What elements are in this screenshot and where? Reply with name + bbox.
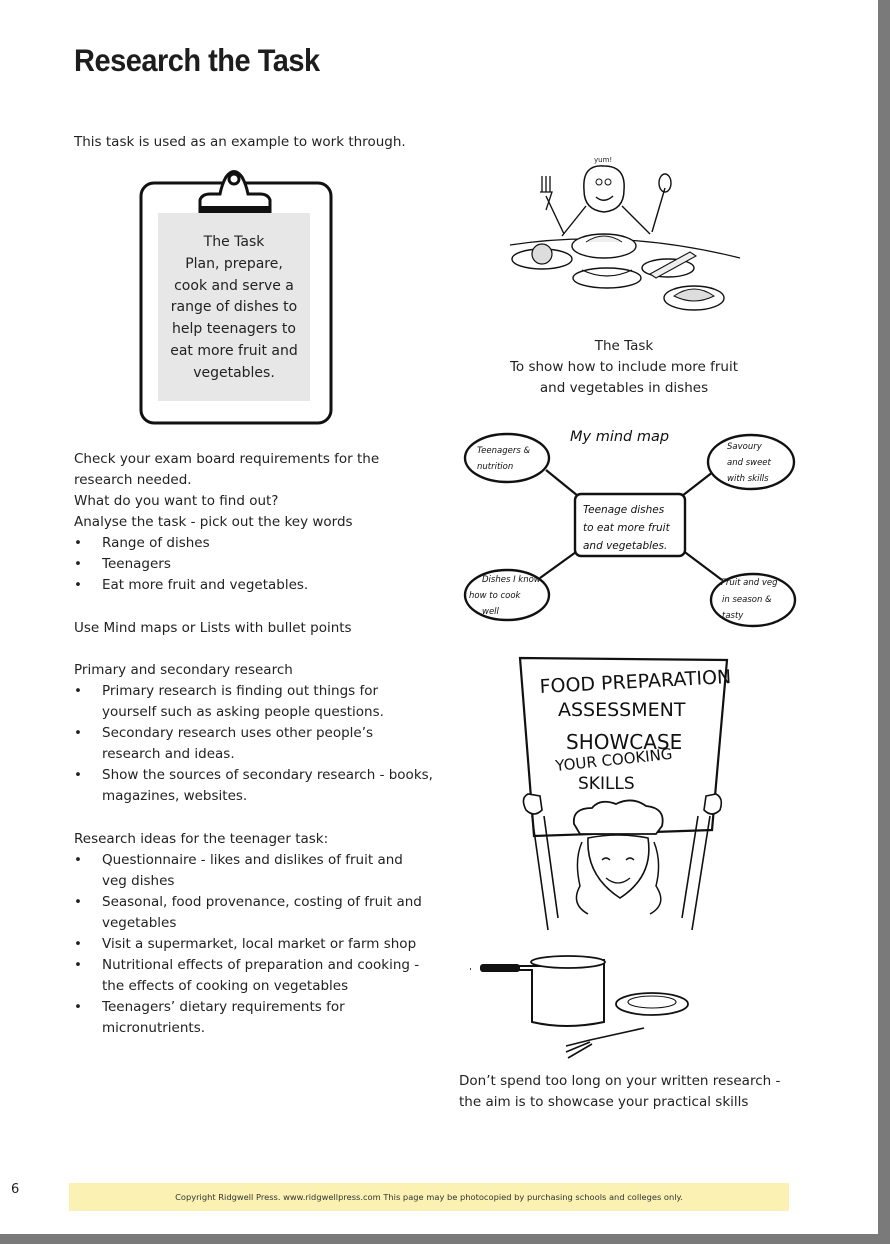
list-item: Questionnaire - likes and dislikes of fr… (74, 850, 424, 892)
list-item: Teenagers (74, 554, 434, 575)
mind-map-center-line: to eat more fruit (583, 522, 671, 534)
list-item: Primary research is finding out things f… (74, 681, 434, 723)
yum-text: yum! (594, 156, 612, 164)
mind-map-node-line: Savoury (727, 442, 763, 452)
list-item: Teenagers’ dietary requirements for micr… (74, 997, 424, 1039)
key-words-list: Range of dishes Teenagers Eat more fruit… (74, 533, 434, 596)
clipboard-line: Plan, prepare, (185, 255, 283, 272)
bottom-caption-line: the aim is to showcase your practical sk… (459, 1094, 749, 1110)
mind-map-center-line: Teenage dishes (583, 504, 665, 516)
mind-map: My mind map Teenage dishes to eat more f… (463, 429, 797, 628)
mind-map-title: My mind map (570, 429, 669, 445)
list-item: Range of dishes (74, 533, 434, 554)
page-edge-bottom (0, 1234, 890, 1244)
copyright-footer: Copyright Ridgwell Press. www.ridgwellpr… (69, 1183, 789, 1211)
clipboard-line: The Task (203, 234, 265, 250)
mind-map-node-line: and sweet (727, 458, 772, 468)
page-edge-right (878, 0, 890, 1244)
section-heading: Primary and secondary research (74, 662, 293, 678)
poster-line: SKILLS (578, 774, 635, 794)
research-ideas-section: Research ideas for the teenager task: Qu… (74, 829, 424, 1039)
clipboard-line: help teenagers to (172, 321, 296, 338)
mind-map-node-line: in season & (722, 595, 772, 605)
mind-maps-note: Use Mind maps or Lists with bullet point… (74, 620, 352, 636)
exam-line: What do you want to find out? (74, 493, 279, 509)
mind-map-node-line: Fruit and veg (721, 578, 778, 588)
exam-line: Analyse the task - pick out the key word… (74, 514, 353, 530)
mind-map-node-line: Dishes I know (482, 575, 541, 585)
mind-map-node-line: nutrition (477, 462, 513, 472)
page-title: Research the Task (74, 44, 320, 79)
research-ideas-list: Questionnaire - likes and dislikes of fr… (74, 850, 424, 1039)
list-item: Secondary research uses other people’s r… (74, 723, 434, 765)
poster-line: SHOWCASE (566, 730, 682, 754)
intro-text: This task is used as an example to work … (74, 134, 406, 150)
poster-line: ASSESSMENT (558, 699, 686, 721)
mind-map-node-line: well (482, 607, 500, 617)
research-types-section: Primary and secondary research Primary r… (74, 660, 434, 807)
task-caption-line: The Task (594, 338, 654, 354)
mind-map-center-line: and vegetables. (583, 540, 667, 552)
bottom-caption-line: Don’t spend too long on your written res… (459, 1073, 781, 1089)
list-item: Eat more fruit and vegetables. (74, 575, 434, 596)
clipboard-line: cook and serve a (174, 277, 294, 294)
clipboard-task-text: The Task Plan, prepare, cook and serve a… (158, 213, 310, 401)
hungry-person-cartoon: yum! (509, 156, 741, 311)
bottom-caption: Don’t spend too long on your written res… (459, 1071, 799, 1113)
list-item: Seasonal, food provenance, costing of fr… (74, 892, 424, 934)
chef-poster-cartoon: FOOD PREPARATION ASSESSMENT SHOWCASE YOU… (470, 656, 732, 1059)
list-item: Visit a supermarket, local market or far… (74, 934, 424, 955)
exam-requirements-section: Check your exam board requirements for t… (74, 449, 434, 596)
clipboard-line: range of dishes to (170, 299, 298, 316)
mind-map-node-line: Teenagers & (477, 446, 530, 456)
task-caption: The Task To show how to include more fru… (490, 336, 758, 399)
mind-map-node-line: tasty (722, 611, 744, 621)
list-item: Nutritional effects of preparation and c… (74, 955, 424, 997)
research-types-list: Primary research is finding out things f… (74, 681, 434, 807)
page-number: 6 (11, 1182, 20, 1197)
exam-line: Check your exam board requirements for t… (74, 451, 380, 467)
mind-map-node-line: with skills (727, 474, 769, 484)
mind-map-node-line: how to cook (469, 591, 522, 601)
clipboard-line: eat more fruit and (170, 342, 298, 359)
clipboard-line: vegetables. (193, 364, 275, 381)
exam-line: research needed. (74, 472, 192, 488)
list-item: Show the sources of secondary research -… (74, 765, 434, 807)
task-caption-line: To show how to include more fruit (509, 359, 739, 375)
task-caption-line: and vegetables in dishes (539, 380, 709, 396)
section-heading: Research ideas for the teenager task: (74, 831, 329, 847)
